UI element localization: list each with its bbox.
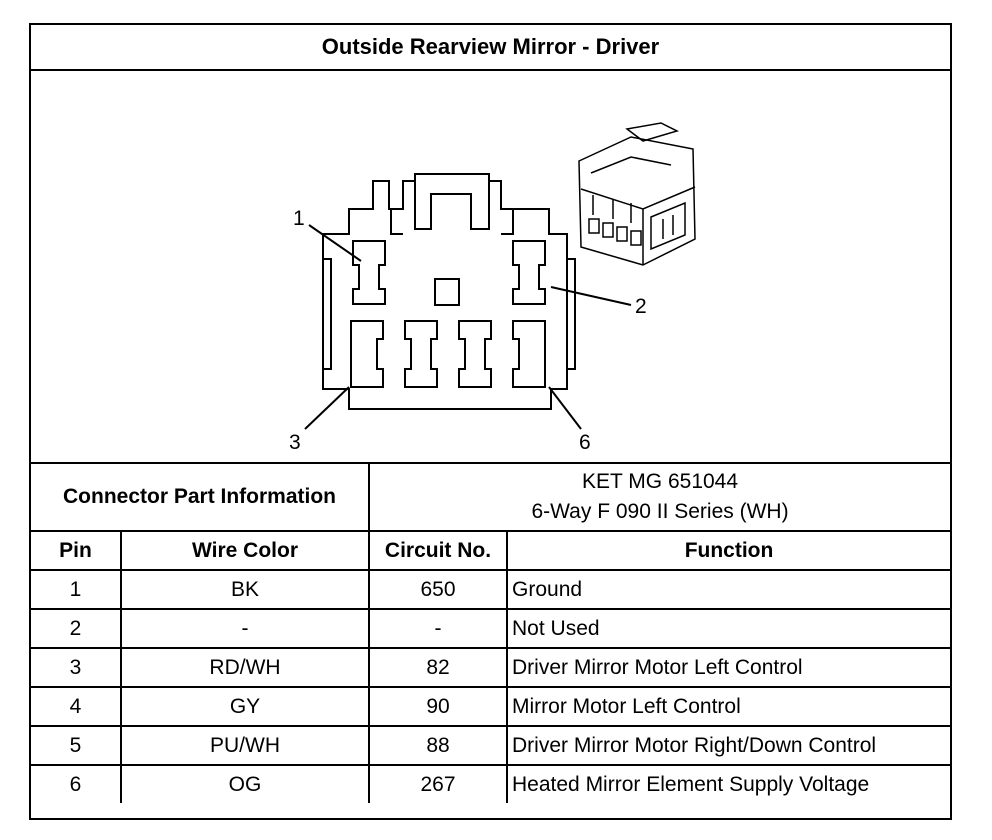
circuit-cell: 650 <box>368 569 509 610</box>
callout-2: 2 <box>635 295 647 318</box>
connector-diagram: 1 2 3 6 <box>31 69 950 463</box>
wire-color-cell: PU/WH <box>119 725 371 766</box>
cavity-4 <box>404 320 438 388</box>
center-key <box>434 278 460 306</box>
table-row: 5 PU/WH 88 Driver Mirror Motor Right/Dow… <box>31 725 951 766</box>
callout-6: 6 <box>579 431 591 454</box>
pin-cell: 1 <box>31 569 122 610</box>
pin-cell: 6 <box>31 764 122 803</box>
table-header-row: Pin Wire Color Circuit No. Function <box>31 530 951 571</box>
table-row: 3 RD/WH 82 Driver Mirror Motor Left Cont… <box>31 647 951 688</box>
wire-color-cell: OG <box>119 764 371 803</box>
column-header-wire-color: Wire Color <box>119 530 371 571</box>
wire-color-cell: BK <box>119 569 371 610</box>
wire-color-cell: RD/WH <box>119 647 371 688</box>
circuit-cell: 267 <box>368 764 509 803</box>
circuit-cell: 88 <box>368 725 509 766</box>
connector-face-drawing: 1 2 3 6 <box>289 122 696 454</box>
part-series: 6-Way F 090 II Series (WH) <box>531 500 789 523</box>
left-rail <box>323 258 332 370</box>
pin-cell: 5 <box>31 725 122 766</box>
connector-part-info-value: KET MG 651044 6-Way F 090 II Series (WH) <box>368 462 951 532</box>
function-cell: Ground <box>506 569 951 610</box>
leader-3 <box>304 386 350 430</box>
column-header-pin: Pin <box>31 530 122 571</box>
pin-cell: 4 <box>31 686 122 727</box>
callout-1: 1 <box>293 207 305 230</box>
circuit-cell: - <box>368 608 509 649</box>
column-header-circuit: Circuit No. <box>368 530 509 571</box>
table-row: 1 BK 650 Ground <box>31 569 951 610</box>
table-row: 6 OG 267 Heated Mirror Element Supply Vo… <box>31 764 951 803</box>
circuit-cell: 90 <box>368 686 509 727</box>
connector-sheet: Outside Rearview Mirror - Driver <box>29 23 952 820</box>
cavity-3 <box>350 320 384 388</box>
function-cell: Mirror Motor Left Control <box>506 686 951 727</box>
table-row: 2 - - Not Used <box>31 608 951 649</box>
connector-part-info-label: Connector Part Information <box>31 462 371 532</box>
table-row: 4 GY 90 Mirror Motor Left Control <box>31 686 951 727</box>
function-cell: Not Used <box>506 608 951 649</box>
pin-cell: 2 <box>31 608 122 649</box>
connector-perspective-view <box>578 122 696 266</box>
connector-housing-outline <box>322 173 568 410</box>
right-rail <box>567 258 576 370</box>
function-cell: Driver Mirror Motor Left Control <box>506 647 951 688</box>
wire-color-cell: - <box>119 608 371 649</box>
function-cell: Heated Mirror Element Supply Voltage <box>506 764 951 803</box>
cavity-2 <box>512 240 546 305</box>
pinout-table: Connector Part Information KET MG 651044… <box>31 462 951 803</box>
leader-1 <box>308 224 362 262</box>
cavity-1 <box>352 240 386 305</box>
part-number: KET MG 651044 <box>582 470 739 493</box>
leader-6 <box>548 386 582 430</box>
leader-2 <box>550 286 632 306</box>
cavity-6 <box>512 320 546 388</box>
column-header-function: Function <box>506 530 951 571</box>
callout-3: 3 <box>289 431 301 454</box>
circuit-cell: 82 <box>368 647 509 688</box>
latch <box>414 181 490 230</box>
pin-cell: 3 <box>31 647 122 688</box>
cavity-5 <box>458 320 492 388</box>
wire-color-cell: GY <box>119 686 371 727</box>
connector-part-info-row: Connector Part Information KET MG 651044… <box>31 462 951 532</box>
page-title: Outside Rearview Mirror - Driver <box>31 25 950 71</box>
function-cell: Driver Mirror Motor Right/Down Control <box>506 725 951 766</box>
